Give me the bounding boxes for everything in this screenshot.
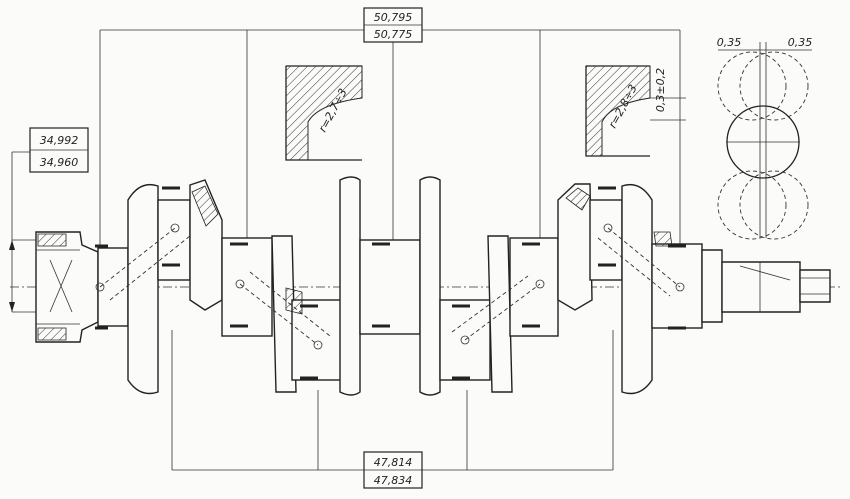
main-journal-1 (97, 247, 129, 327)
crankpin-dimension-lines (171, 330, 614, 471)
crank-web-1 (127, 183, 159, 395)
oil-passages (99, 227, 681, 346)
crankpin-1 (157, 199, 191, 281)
offset-left-label: 0,35 (717, 36, 742, 49)
front-end-dimension: 34,992 34,960 (29, 127, 89, 173)
offset-right-label: 0,35 (788, 36, 813, 49)
front-nose (35, 231, 99, 343)
main-journal-4 (509, 237, 559, 337)
front-end-lower-limit: 34,960 (40, 156, 79, 169)
crank-web-5 (419, 176, 441, 396)
chamfer-tolerance: 0,3±0,2 (654, 68, 667, 112)
main-journal-dimension: 50,795 50,775 (363, 7, 423, 43)
oil-holes (95, 223, 685, 350)
fillet-detail-left (285, 65, 363, 161)
main-journal-3 (359, 239, 421, 335)
crank-web-8 (621, 183, 653, 395)
crankpin-dimension: 47,814 47,834 (363, 451, 423, 489)
crankpin-upper-limit: 47,814 (374, 456, 413, 469)
main-journal-lower-limit: 50,775 (374, 28, 413, 41)
main-journal-2 (221, 237, 273, 337)
crank-web-7 (557, 183, 593, 311)
main-journal-upper-limit: 50,795 (374, 11, 413, 24)
fillet-detail-right (585, 65, 686, 157)
journal-surface-marks (95, 186, 686, 380)
crank-web-4 (339, 176, 361, 396)
rear-flange (701, 249, 831, 323)
crank-web-3 (271, 235, 297, 393)
front-end-upper-limit: 34,992 (40, 134, 79, 147)
crankpin-4 (589, 199, 623, 281)
crankpin-lower-limit: 47,834 (374, 474, 413, 487)
offset-circles-detail (717, 42, 812, 240)
main-journal-5 (651, 243, 703, 329)
